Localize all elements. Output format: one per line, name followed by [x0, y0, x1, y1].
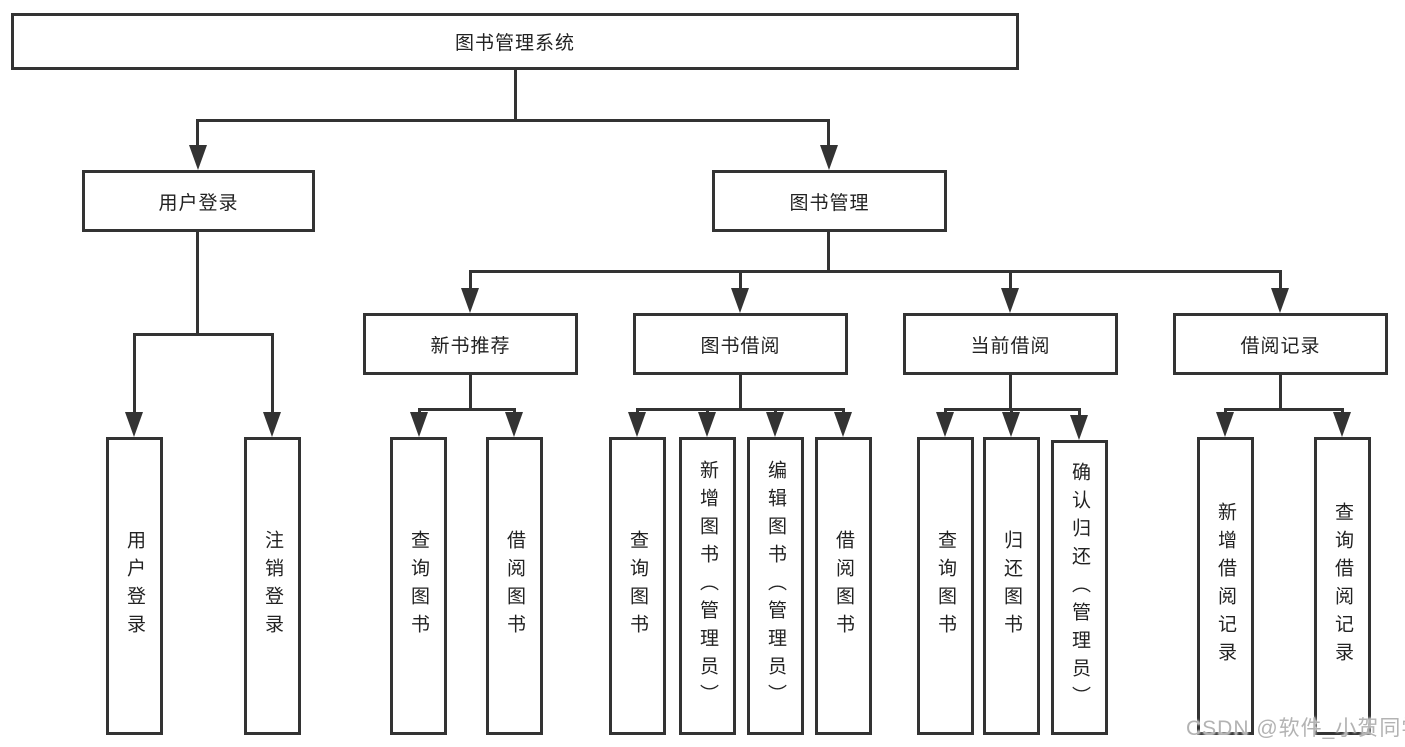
node-label: 注销登录 — [262, 530, 283, 642]
node-logout: 注销登录 — [244, 437, 301, 735]
connector-drop — [1009, 270, 1012, 292]
arrow-down-icon — [1002, 412, 1020, 437]
arrow-down-icon — [820, 145, 838, 170]
connector-user-login-stem — [196, 232, 199, 335]
node-label: 借阅记录 — [1240, 335, 1321, 357]
csdn-watermark: CSDN @软件_小贺同学 — [1186, 717, 1405, 740]
node-label: 归还图书 — [1001, 530, 1022, 642]
node-borrow-books-recommend: 借阅图书 — [486, 437, 543, 735]
node-label: 借阅图书 — [504, 530, 525, 642]
connector-stem — [1009, 375, 1012, 410]
node-label: 新书推荐 — [430, 335, 511, 357]
node-query-books-borrowing: 查询图书 — [609, 437, 666, 735]
arrow-down-icon — [410, 412, 428, 437]
arrow-down-icon — [189, 145, 207, 170]
node-query-books-recommend: 查询图书 — [390, 437, 447, 735]
node-query-books-current: 查询图书 — [917, 437, 974, 735]
node-label: 当前借阅 — [970, 335, 1051, 357]
connector-root-bar — [196, 119, 830, 122]
node-label: 查询借阅记录 — [1332, 502, 1353, 670]
connector-drop — [1279, 270, 1282, 292]
arrow-down-icon — [834, 412, 852, 437]
connector-drop — [827, 119, 830, 149]
connector-stem — [1279, 375, 1282, 410]
connector-drop — [133, 333, 136, 413]
connector-drop — [1078, 408, 1081, 419]
arrow-down-icon — [628, 412, 646, 437]
connector-bar — [1224, 408, 1344, 411]
node-book-management: 图书管理 — [712, 170, 947, 232]
node-label: 图书管理系统 — [454, 33, 575, 54]
connector-user-login-bar — [133, 333, 274, 336]
connector-drop — [196, 119, 199, 149]
arrow-down-icon — [1070, 415, 1088, 440]
arrow-down-icon — [1333, 412, 1351, 437]
arrow-down-icon — [263, 412, 281, 437]
connector-drop — [739, 270, 742, 292]
node-add-books-admin: 新增图书（管理员） — [679, 437, 736, 735]
connector-book-mgmt-stem — [827, 232, 830, 272]
node-label: 查询图书 — [627, 530, 648, 642]
connector-drop — [469, 270, 472, 292]
node-label: 新增借阅记录 — [1215, 502, 1236, 670]
node-confirm-return-admin: 确认归还（管理员） — [1051, 440, 1108, 735]
node-return-books: 归还图书 — [983, 437, 1040, 735]
arrow-down-icon — [698, 412, 716, 437]
connector-drop — [271, 333, 274, 413]
node-library-management-system: 图书管理系统 — [11, 13, 1019, 70]
node-borrow-books-borrowing: 借阅图书 — [815, 437, 872, 735]
node-label: 编辑图书（管理员） — [765, 460, 786, 712]
node-user-login: 用户登录 — [82, 170, 315, 232]
node-label: 查询图书 — [408, 530, 429, 642]
arrow-down-icon — [731, 288, 749, 313]
node-label: 用户登录 — [158, 192, 239, 214]
node-edit-books-admin: 编辑图书（管理员） — [747, 437, 804, 735]
node-label: 用户登录 — [124, 530, 145, 642]
connector-book-mgmt-bar — [469, 270, 1282, 273]
node-user-login-leaf: 用户登录 — [106, 437, 163, 735]
node-new-book-recommendation: 新书推荐 — [363, 313, 578, 375]
node-label: 借阅图书 — [833, 530, 854, 642]
arrow-down-icon — [505, 412, 523, 437]
connector-bar — [636, 408, 845, 411]
arrow-down-icon — [1271, 288, 1289, 313]
node-label: 新增图书（管理员） — [697, 460, 718, 712]
node-label: 图书借阅 — [700, 335, 781, 357]
arrow-down-icon — [1001, 288, 1019, 313]
node-label: 查询图书 — [935, 530, 956, 642]
node-query-borrow-record: 查询借阅记录 — [1314, 437, 1371, 735]
connector-bar — [418, 408, 516, 411]
node-label: 确认归还（管理员） — [1069, 461, 1090, 714]
arrow-down-icon — [766, 412, 784, 437]
node-borrowing-records: 借阅记录 — [1173, 313, 1388, 375]
connector-stem — [739, 375, 742, 410]
arrow-down-icon — [936, 412, 954, 437]
node-label: 图书管理 — [789, 192, 870, 214]
node-current-borrowing: 当前借阅 — [903, 313, 1118, 375]
connector-root-stem — [514, 70, 517, 121]
arrow-down-icon — [125, 412, 143, 437]
node-book-borrowing: 图书借阅 — [633, 313, 848, 375]
arrow-down-icon — [1216, 412, 1234, 437]
connector-stem — [469, 375, 472, 410]
node-add-borrow-record: 新增借阅记录 — [1197, 437, 1254, 735]
arrow-down-icon — [461, 288, 479, 313]
